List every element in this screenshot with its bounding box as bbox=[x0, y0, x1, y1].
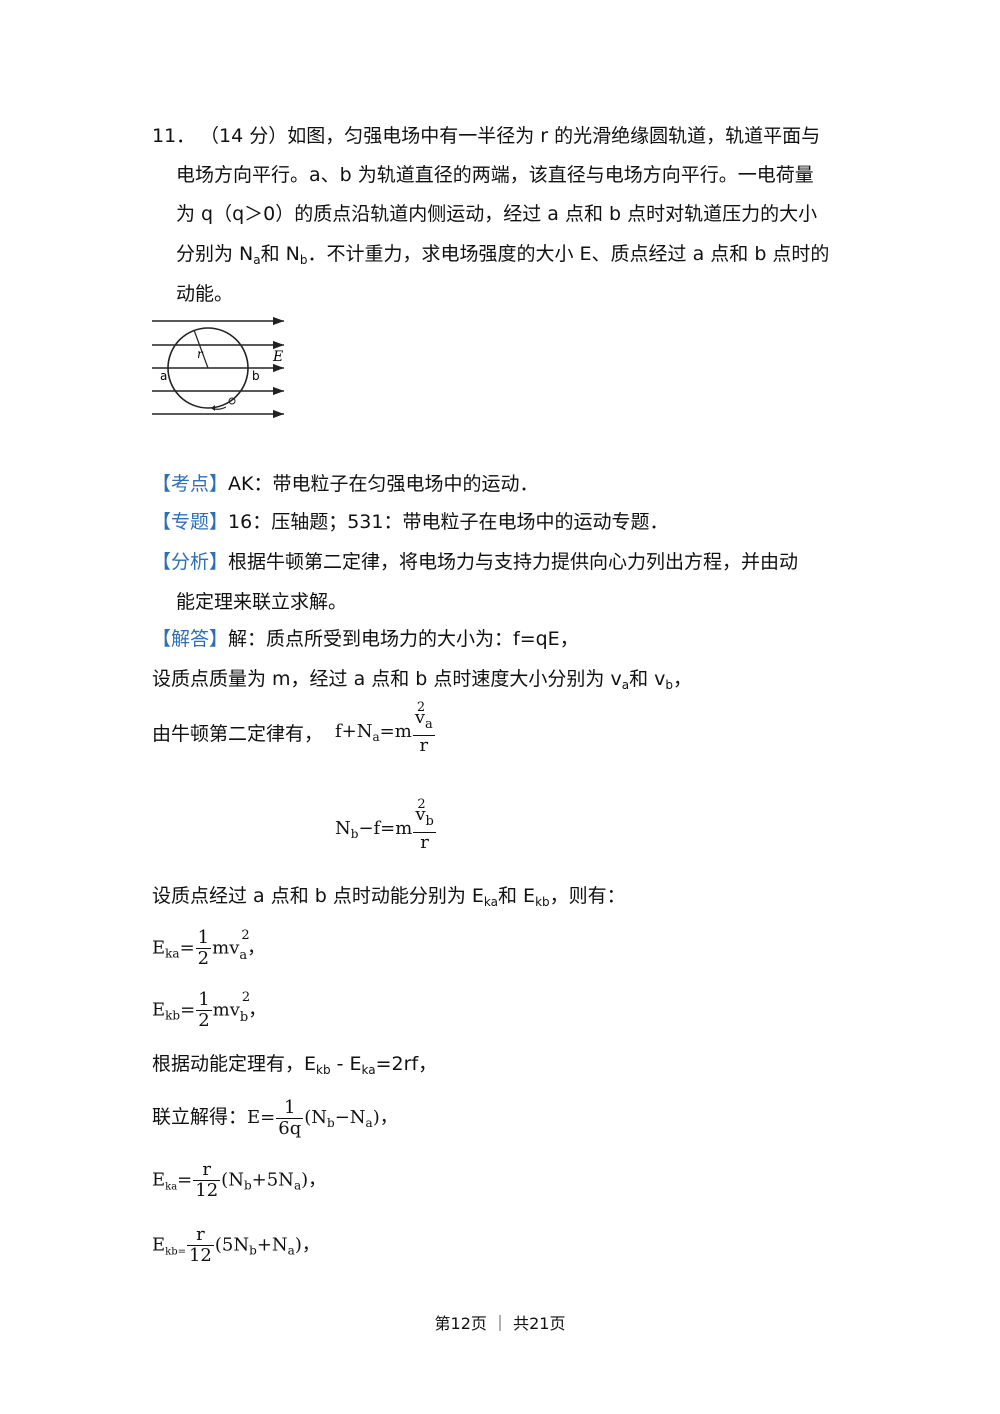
fenxi-line-2: 能定理来联立求解。 bbox=[176, 591, 348, 613]
problem-line-5: 动能。 bbox=[176, 283, 234, 305]
page-footer: 第12页 ｜ 共21页 bbox=[434, 1314, 566, 1333]
radius-line bbox=[193, 329, 209, 369]
zhuanti-tag: 【专题】 bbox=[152, 511, 229, 533]
jieda-line: 【解答】解：质点所受到电场力的大小为：f=qE， bbox=[152, 628, 579, 650]
fenxi-line: 【分析】根据牛顿第二定律，将电场力与支持力提供向心力列出方程，并由动 bbox=[152, 551, 799, 573]
zhuanti-line: 【专题】16：压轴题；531：带电粒子在电场中的运动专题． bbox=[152, 511, 669, 533]
radius-label: r bbox=[197, 347, 204, 361]
ek-line: 设质点经过 a 点和 b 点时动能分别为 Eka和 Ekb，则有： bbox=[152, 885, 626, 909]
particle bbox=[228, 397, 236, 405]
kaodian-line: 【考点】AK：带电粒子在匀强电场中的运动． bbox=[152, 473, 539, 495]
circular-track bbox=[167, 327, 249, 409]
theorem-line: 根据动能定理有，Ekb - Eka=2rf， bbox=[152, 1053, 438, 1077]
point-a-label: a bbox=[160, 369, 167, 383]
problem-line-3: 为 q（q＞0）的质点沿轨道内侧运动，经过 a 点和 b 点时对轨道压力的大小 bbox=[176, 203, 818, 225]
problem-line-4: 分别为 Na和 Nb．不计重力，求电场强度的大小 E、质点经过 a 点和 b 点… bbox=[176, 243, 830, 267]
point-b-label: b bbox=[252, 369, 260, 383]
solve-label: 联立解得： bbox=[152, 1106, 248, 1128]
problem-number: 11． bbox=[152, 125, 196, 147]
kaodian-tag: 【考点】 bbox=[152, 473, 229, 495]
newton-label: 由牛顿第二定律有， bbox=[152, 723, 324, 745]
jieda-tag: 【解答】 bbox=[152, 628, 229, 650]
problem-line-1: （14 分）如图，匀强电场中有一半径为 r 的光滑绝缘圆轨道，轨道平面与 bbox=[200, 125, 821, 147]
fenxi-tag: 【分析】 bbox=[152, 551, 229, 573]
field-label: E bbox=[272, 349, 283, 365]
circular-track-figure: r E a b bbox=[152, 316, 284, 419]
problem-line-2: 电场方向平行。a、b 为轨道直径的两端，该直径与电场方向平行。一电荷量 bbox=[176, 164, 814, 186]
mass-line: 设质点质量为 m，经过 a 点和 b 点时速度大小分别为 va和 vb， bbox=[152, 668, 692, 692]
